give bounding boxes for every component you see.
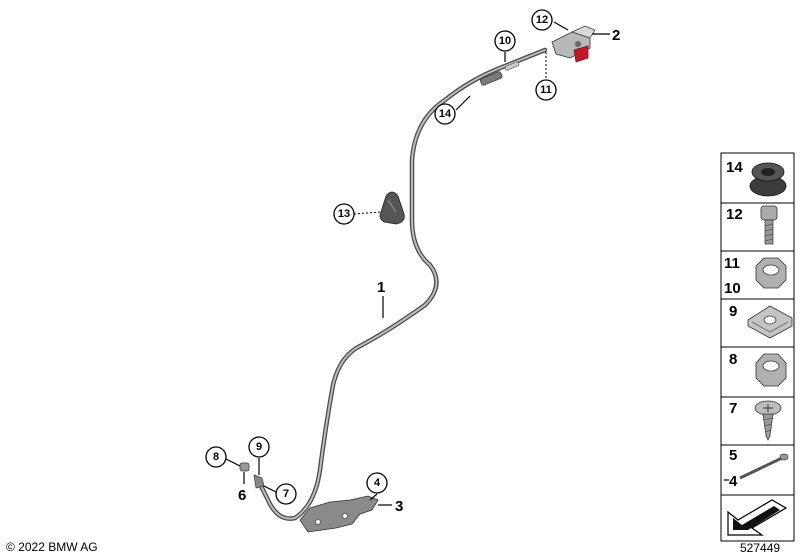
svg-text:11: 11 [724,255,740,272]
svg-text:2: 2 [612,27,620,44]
cable-assembly[interactable] [255,47,548,521]
svg-text:6: 6 [238,487,246,504]
svg-text:14: 14 [726,159,743,176]
svg-text:9: 9 [256,441,262,453]
callout-11: 11 [535,52,557,101]
callout-4: 4 [366,472,388,501]
legend-item-5-4[interactable]: 5 4 [720,444,795,496]
ref-1: 1 [377,279,385,318]
svg-text:4: 4 [374,477,381,489]
callout-10: 10 [494,30,516,62]
cable-holder-part[interactable] [379,191,405,225]
svg-text:12: 12 [726,206,743,223]
cable-grommet [479,61,520,86]
pan-head-screw-icon [754,400,782,441]
grommet-icon [749,162,787,197]
callout-8: 8 [205,446,241,468]
nut-small-part[interactable] [239,462,250,472]
clip-nut-icon [747,305,793,339]
callout-13: 13 [333,203,381,225]
cable-end-fitting[interactable] [253,474,265,489]
ref-6: 6 [238,472,246,504]
callout-12: 12 [531,9,569,31]
bracket-part[interactable] [299,495,379,533]
long-bolt-icon [724,453,789,481]
svg-text:9: 9 [729,303,737,320]
svg-text:14: 14 [439,108,452,120]
svg-text:10: 10 [724,280,741,297]
legend-panel: 14 12 11 10 [720,152,795,542]
legend-item-12[interactable]: 12 [720,202,795,252]
callout-7: 7 [263,483,297,505]
svg-text:12: 12 [536,14,548,26]
legend-nav-box[interactable] [720,494,795,542]
legend-item-9[interactable]: 9 [720,298,795,348]
svg-text:11: 11 [540,84,552,96]
hex-nut-icon [755,353,787,387]
callout-14: 14 [434,95,471,125]
socket-screw-icon [760,205,778,245]
copyright-text: © 2022 BMW AG [6,540,98,554]
svg-text:13: 13 [338,208,350,220]
ref-2: 2 [592,27,620,44]
ref-3: 3 [378,498,403,515]
svg-text:7: 7 [729,400,737,417]
svg-text:5: 5 [729,447,737,464]
callout-9: 9 [248,436,270,475]
svg-text:7: 7 [283,488,289,500]
legend-item-11-10[interactable]: 11 10 [720,250,795,300]
svg-text:10: 10 [499,35,511,47]
legend-item-7[interactable]: 7 [720,396,795,446]
hex-nut-icon [755,257,787,289]
legend-item-8[interactable]: 8 [720,346,795,398]
svg-text:4: 4 [729,473,738,490]
svg-text:1: 1 [377,279,385,296]
legend-item-14[interactable]: 14 [720,152,795,204]
release-handle[interactable] [551,25,596,63]
svg-text:3: 3 [395,498,403,515]
svg-text:8: 8 [729,351,737,368]
arrow-icon [727,499,788,536]
svg-text:8: 8 [213,451,219,463]
diagram-number: 527449 [740,541,781,555]
